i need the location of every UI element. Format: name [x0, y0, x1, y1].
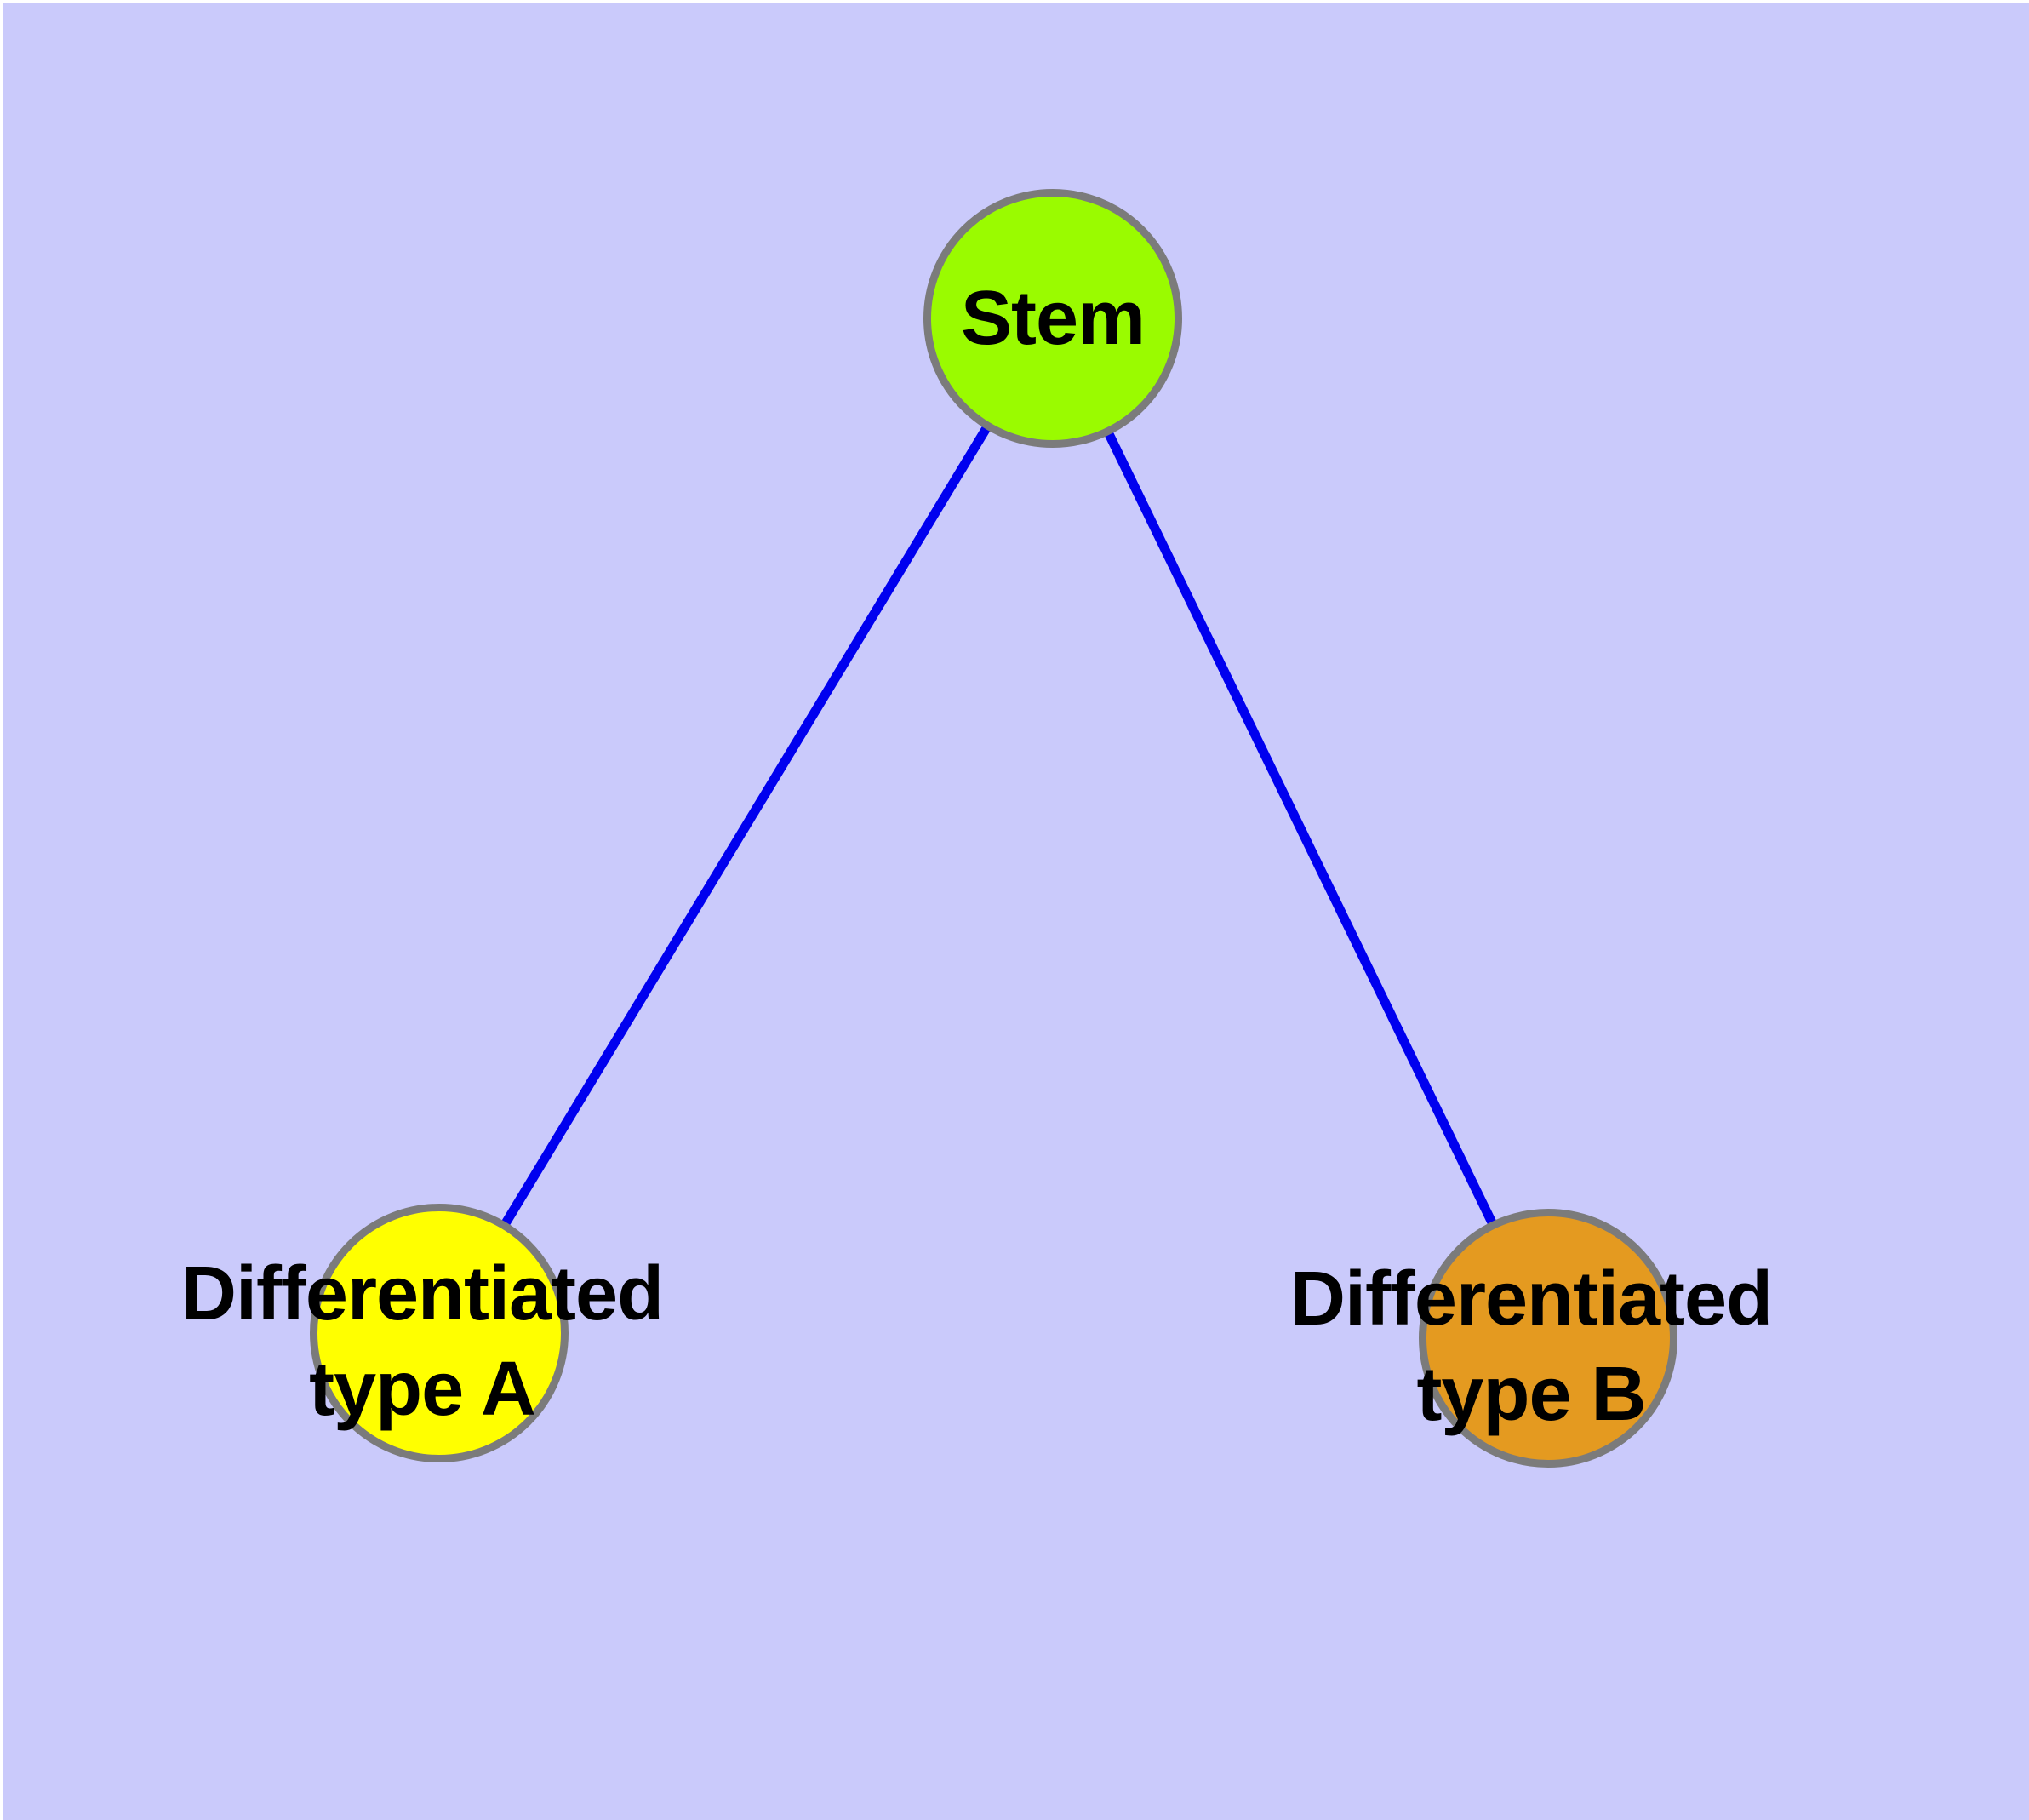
- label-line: Differentiated: [180, 1251, 664, 1336]
- label-line: type A: [309, 1347, 536, 1432]
- edge-stem-to-typeB: [1049, 316, 1552, 1341]
- node-differentiated-type-b: [1419, 1209, 1677, 1468]
- node-stem-label: Stem: [960, 271, 1146, 366]
- node-differentiated-type-a-label: Differentiated type A: [180, 1246, 664, 1437]
- page-margin-top: [0, 0, 2029, 3]
- edge-stem-to-typeA: [435, 316, 1057, 1336]
- node-differentiated-type-a: [310, 1204, 569, 1462]
- label-line: Differentiated: [1289, 1256, 1773, 1342]
- node-differentiated-type-b-label: Differentiated type B: [1289, 1251, 1773, 1442]
- node-stem-cell: [923, 189, 1182, 448]
- page-margin-left: [0, 0, 3, 1820]
- label-line: type B: [1416, 1352, 1646, 1437]
- label-line: Stem: [960, 276, 1146, 361]
